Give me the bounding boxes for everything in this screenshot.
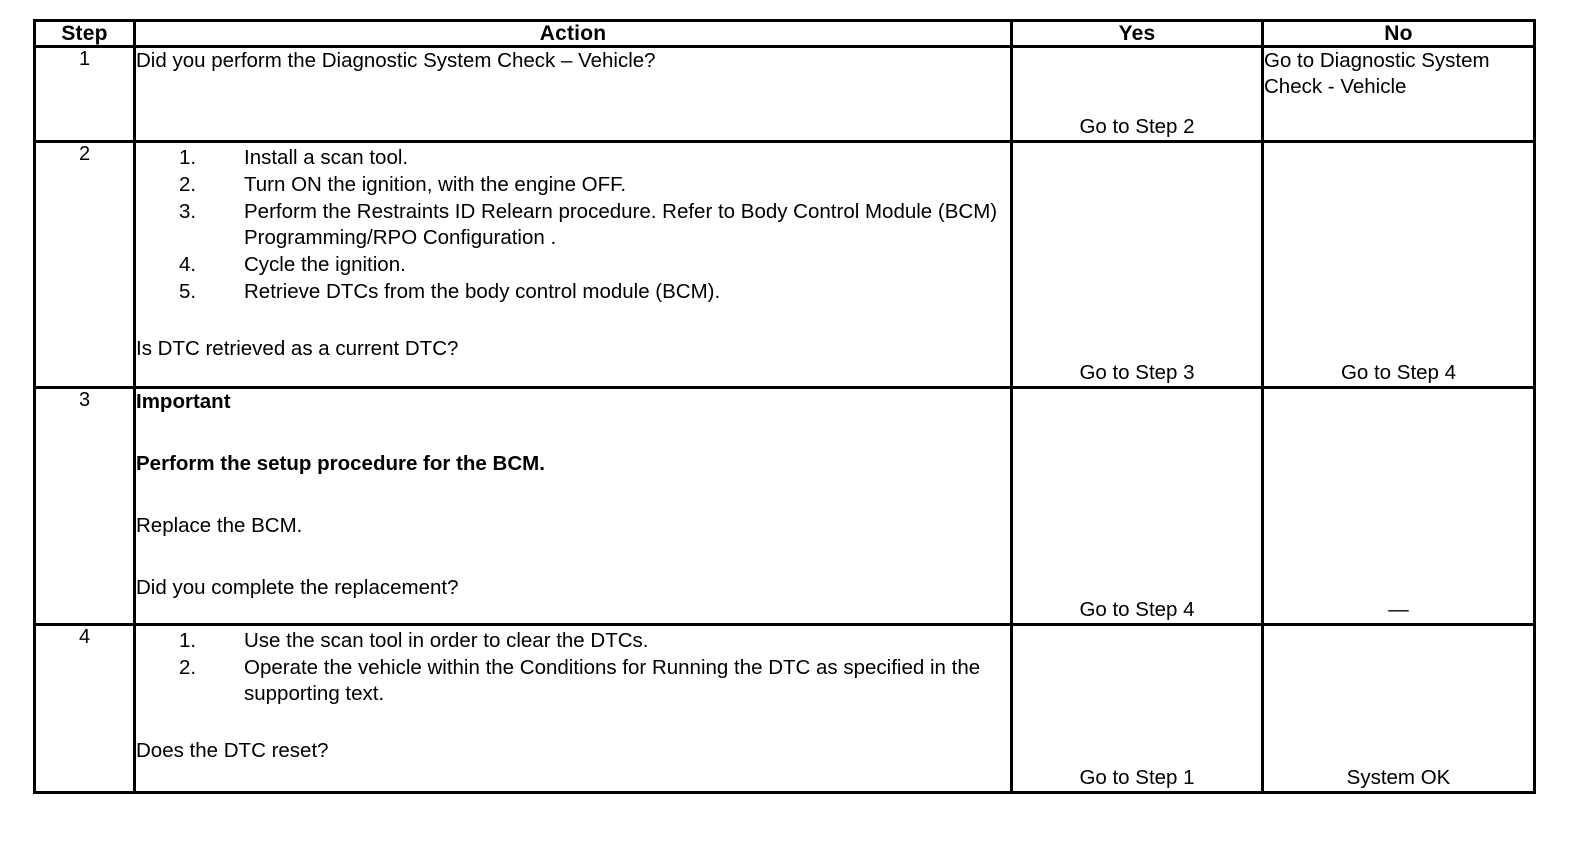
column-header-step: Step [33, 18, 136, 49]
step-number: 4 [33, 623, 136, 795]
answer-yes-text: Go to Step 3 [1079, 361, 1195, 385]
answer-no-text: Go to Step 4 [1340, 361, 1457, 385]
list-item-number: 5. [179, 280, 197, 304]
list-item: 1. Use the scan tool in order to clear t… [136, 628, 1010, 654]
list-item-text: Install a scan tool. [244, 146, 409, 170]
list-item: 4. Cycle the ignition. [136, 252, 1010, 278]
diagnostic-procedure-table: Step Action Yes No 1 Did you perform the… [33, 18, 1536, 795]
table-row: 4 1. Use the scan tool in order to clear… [33, 623, 1536, 795]
list-item-number: 4. [179, 253, 197, 277]
important-label: Important [136, 390, 231, 414]
spacer [136, 306, 1010, 336]
spacer [136, 539, 1010, 575]
answer-no: System OK [1261, 623, 1536, 795]
list-item: 3. Perform the Restraints ID Relearn pro… [136, 199, 1010, 251]
step-action: 1. Install a scan tool. 2. Turn ON the i… [133, 140, 1013, 390]
action-question: Does the DTC reset? [136, 739, 329, 763]
column-header-yes: Yes [1010, 18, 1264, 49]
list-item-number: 2. [179, 173, 197, 197]
action-question: Is DTC retrieved as a current DTC? [136, 337, 459, 361]
list-item-text: Use the scan tool in order to clear the … [244, 629, 649, 653]
action-body-text: Replace the BCM. [136, 514, 303, 538]
list-item-text: Perform the Restraints ID Relearn proced… [244, 200, 998, 250]
list-item-number: 1. [179, 629, 197, 653]
table-row: 1 Did you perform the Diagnostic System … [33, 45, 1536, 144]
step-number: 3 [33, 386, 136, 627]
table-row: 3 Important Perform the setup procedure … [33, 386, 1536, 627]
answer-yes: Go to Step 1 [1010, 623, 1264, 795]
list-item-number: 3. [179, 200, 197, 224]
spacer [136, 708, 1010, 738]
list-item-number: 1. [179, 146, 197, 170]
answer-no: — [1261, 386, 1536, 627]
list-item: 2. Turn ON the ignition, with the engine… [136, 172, 1010, 198]
step-action: Did you perform the Diagnostic System Ch… [133, 45, 1013, 144]
list-item-text: Operate the vehicle within the Condition… [244, 656, 981, 706]
table-header-row: Step Action Yes No [33, 18, 1536, 49]
list-item-number: 2. [179, 656, 197, 680]
answer-yes-text: Go to Step 1 [1079, 766, 1195, 790]
answer-yes: Go to Step 2 [1010, 45, 1264, 144]
answer-yes: Go to Step 4 [1010, 386, 1264, 627]
list-item-text: Cycle the ignition. [244, 253, 406, 277]
table-row: 2 1. Install a scan tool. 2. Turn ON the… [33, 140, 1536, 390]
list-item-text: Turn ON the ignition, with the engine OF… [244, 173, 627, 197]
list-item: 2. Operate the vehicle within the Condit… [136, 655, 1010, 707]
answer-no: Go to Diagnostic System Check - Vehicle [1261, 45, 1536, 144]
action-numbered-list: 1. Install a scan tool. 2. Turn ON the i… [136, 145, 1010, 305]
column-header-no: No [1261, 18, 1536, 49]
answer-no: Go to Step 4 [1261, 140, 1536, 390]
important-body-text: Perform the setup procedure for the BCM. [136, 452, 545, 476]
answer-yes-text: Go to Step 4 [1079, 598, 1195, 622]
list-item: 5. Retrieve DTCs from the body control m… [136, 279, 1010, 305]
step-action: 1. Use the scan tool in order to clear t… [133, 623, 1013, 795]
action-question: Did you complete the replacement? [136, 576, 459, 600]
answer-no-text: System OK [1346, 766, 1451, 790]
column-header-action: Action [133, 18, 1013, 49]
spacer [136, 415, 1010, 451]
action-lead-text: Did you perform the Diagnostic System Ch… [136, 49, 656, 73]
answer-yes-text: Go to Step 2 [1079, 115, 1195, 139]
action-numbered-list: 1. Use the scan tool in order to clear t… [136, 628, 1010, 707]
answer-yes: Go to Step 3 [1010, 140, 1264, 390]
spacer [136, 477, 1010, 513]
step-number: 2 [33, 140, 136, 390]
answer-no-text: — [1388, 598, 1409, 622]
answer-no-text: Go to Diagnostic System Check - Vehicle [1264, 49, 1490, 99]
list-item-text: Retrieve DTCs from the body control modu… [244, 280, 721, 304]
step-number: 1 [33, 45, 136, 144]
list-item: 1. Install a scan tool. [136, 145, 1010, 171]
step-action: Important Perform the setup procedure fo… [133, 386, 1013, 627]
